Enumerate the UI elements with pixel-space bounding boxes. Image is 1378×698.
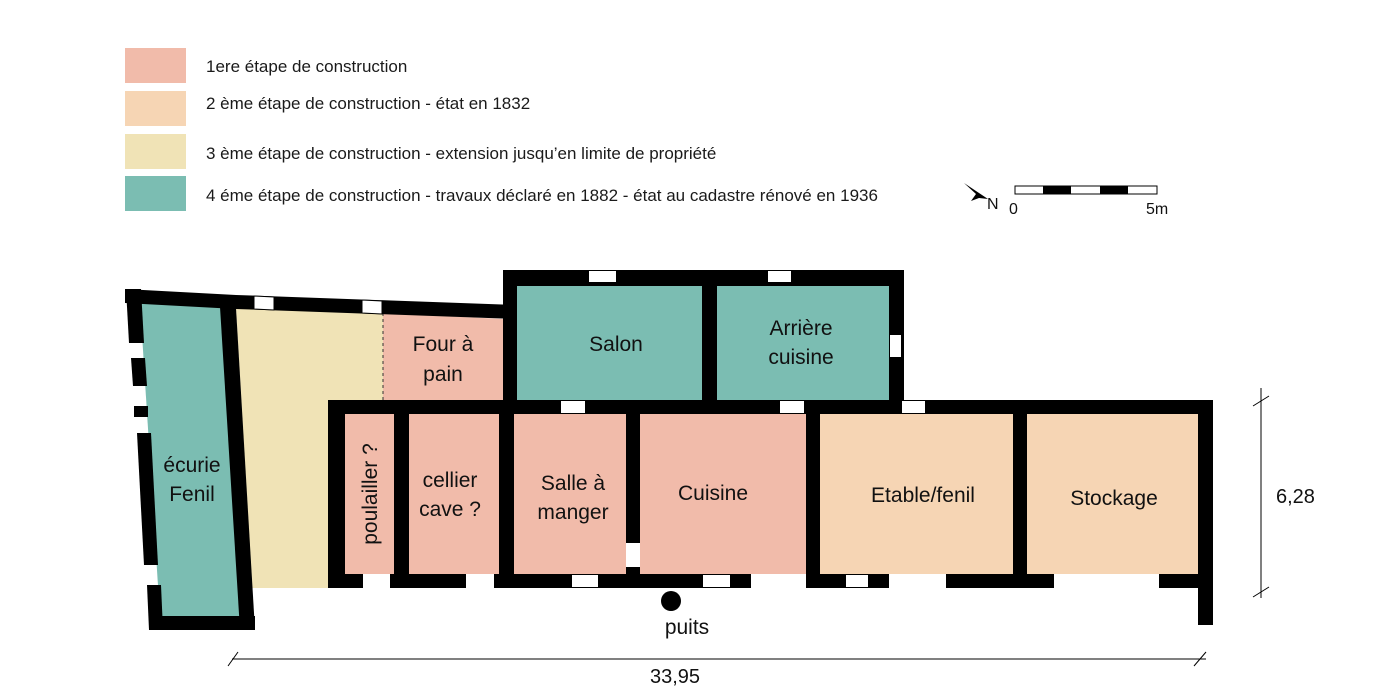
dimension-depth-label: 6,28 (1276, 486, 1315, 508)
legend-item-stage-2: 2 ème étape de construction - état en 18… (125, 91, 1025, 127)
wall-salon-partition (702, 286, 717, 410)
wall-salon-left (503, 270, 517, 410)
wall-ecurie-partition (220, 307, 255, 630)
gap-south-1 (363, 574, 390, 588)
legend-label-stage-2: 2 ème étape de construction - état en 18… (206, 94, 531, 113)
label-cuisine: Cuisine (678, 482, 748, 505)
gap-south-4 (889, 574, 946, 588)
legend-label-stage-3: 3 ème étape de construction - extension … (206, 144, 717, 163)
legend-swatch-stage-3 (125, 134, 186, 169)
label-four-1: Four à (413, 333, 474, 356)
wall-ecurie-left-3 (134, 406, 148, 417)
room-fill-four (383, 313, 503, 400)
dimension-tick-depth-bottom (1252, 586, 1270, 598)
wall-cellier-partition (499, 414, 514, 588)
window-annex-1 (253, 295, 275, 311)
scale-bar (1014, 185, 1158, 195)
label-salle-2: manger (537, 501, 608, 524)
window-arriere-east (890, 335, 901, 357)
legend-swatch-stage-1 (125, 48, 186, 83)
window-etable-north (902, 401, 925, 413)
legend-swatch-stage-2 (125, 91, 186, 126)
north-arrow-icon (964, 183, 988, 201)
legend-label-stage-4: 4 éme étape de construction - travaux dé… (206, 186, 878, 205)
legend-item-stage-4: 4 éme étape de construction - travaux dé… (125, 176, 1025, 212)
label-arriere-1: Arrière (769, 317, 832, 340)
wall-etable-partition (1013, 414, 1027, 588)
label-ecurie-2: Fenil (169, 483, 215, 506)
label-poulailler: poulailler ? (359, 443, 382, 545)
label-salon: Salon (589, 333, 643, 356)
dimension-tick-width-left (227, 651, 239, 667)
gap-south-3 (751, 574, 806, 588)
walls (125, 270, 1213, 630)
wall-poulailler-partition (394, 414, 409, 588)
room-fill-etable (820, 414, 1013, 574)
room-fill-poulailler (345, 414, 394, 574)
window-salon (589, 271, 616, 282)
room-fill-salon (517, 286, 702, 400)
room-fill-cellier (409, 414, 499, 574)
room-fill-stockage (1027, 414, 1198, 574)
label-ecurie-1: écurie (163, 454, 220, 477)
room-fill-arriere-cuisine (717, 286, 889, 400)
wall-main-north (328, 400, 1213, 414)
wall-north-main (503, 270, 904, 286)
legend-item-stage-1: 1ere étape de construction (125, 48, 1025, 84)
dimension-tick-depth-top (1252, 395, 1270, 407)
openings (253, 271, 1159, 588)
wall-main-west (328, 400, 345, 588)
wall-cuisine-partition (806, 414, 820, 588)
window-annex-2 (361, 299, 383, 315)
window-south-salle (572, 575, 598, 587)
dimension-tick-width-right (1193, 651, 1207, 667)
label-stockage: Stockage (1070, 487, 1158, 510)
wall-ecurie-top (125, 289, 236, 309)
label-cellier-2: cave ? (419, 498, 481, 521)
wall-main-east (1198, 400, 1213, 625)
well-icon (661, 591, 681, 611)
label-arriere-2: cuisine (768, 346, 833, 369)
room-fill-salle-a-manger (514, 414, 626, 574)
legend-label-stage-1: 1ere étape de construction (206, 57, 408, 76)
door-arriere-cuisine (780, 401, 804, 413)
legend-item-stage-3: 3 ème étape de construction - extension … (125, 134, 1025, 170)
label-cellier-1: cellier (423, 469, 478, 492)
room-fill-extension (236, 308, 383, 588)
window-south-etable (846, 575, 868, 587)
label-salle-1: Salle à (541, 472, 606, 495)
window-arriere (768, 271, 791, 282)
legend-swatch-stage-4 (125, 176, 186, 211)
room-fill-cuisine (640, 414, 806, 574)
scale-start-label: 0 (1009, 201, 1018, 218)
wall-salle-partition-top (626, 414, 640, 543)
label-etable: Etable/fenil (871, 484, 975, 507)
wall-ecurie-left-4 (137, 433, 158, 565)
wall-ecurie-left-1 (126, 289, 144, 343)
window-south-cuisine (703, 575, 730, 587)
label-four-2: pain (423, 363, 463, 386)
wall-ecurie-bottom (149, 616, 255, 630)
door-salon-salle (561, 401, 585, 413)
gap-south-5 (1054, 574, 1159, 588)
room-fill-ecurie (140, 303, 241, 617)
dimension-width-label: 33,95 (650, 666, 700, 688)
gap-south-2 (466, 574, 494, 588)
label-puits: puits (665, 616, 709, 639)
scale-end-label: 5m (1146, 201, 1168, 218)
wall-ecurie-left-2 (131, 358, 147, 386)
north-label: N (987, 196, 999, 213)
